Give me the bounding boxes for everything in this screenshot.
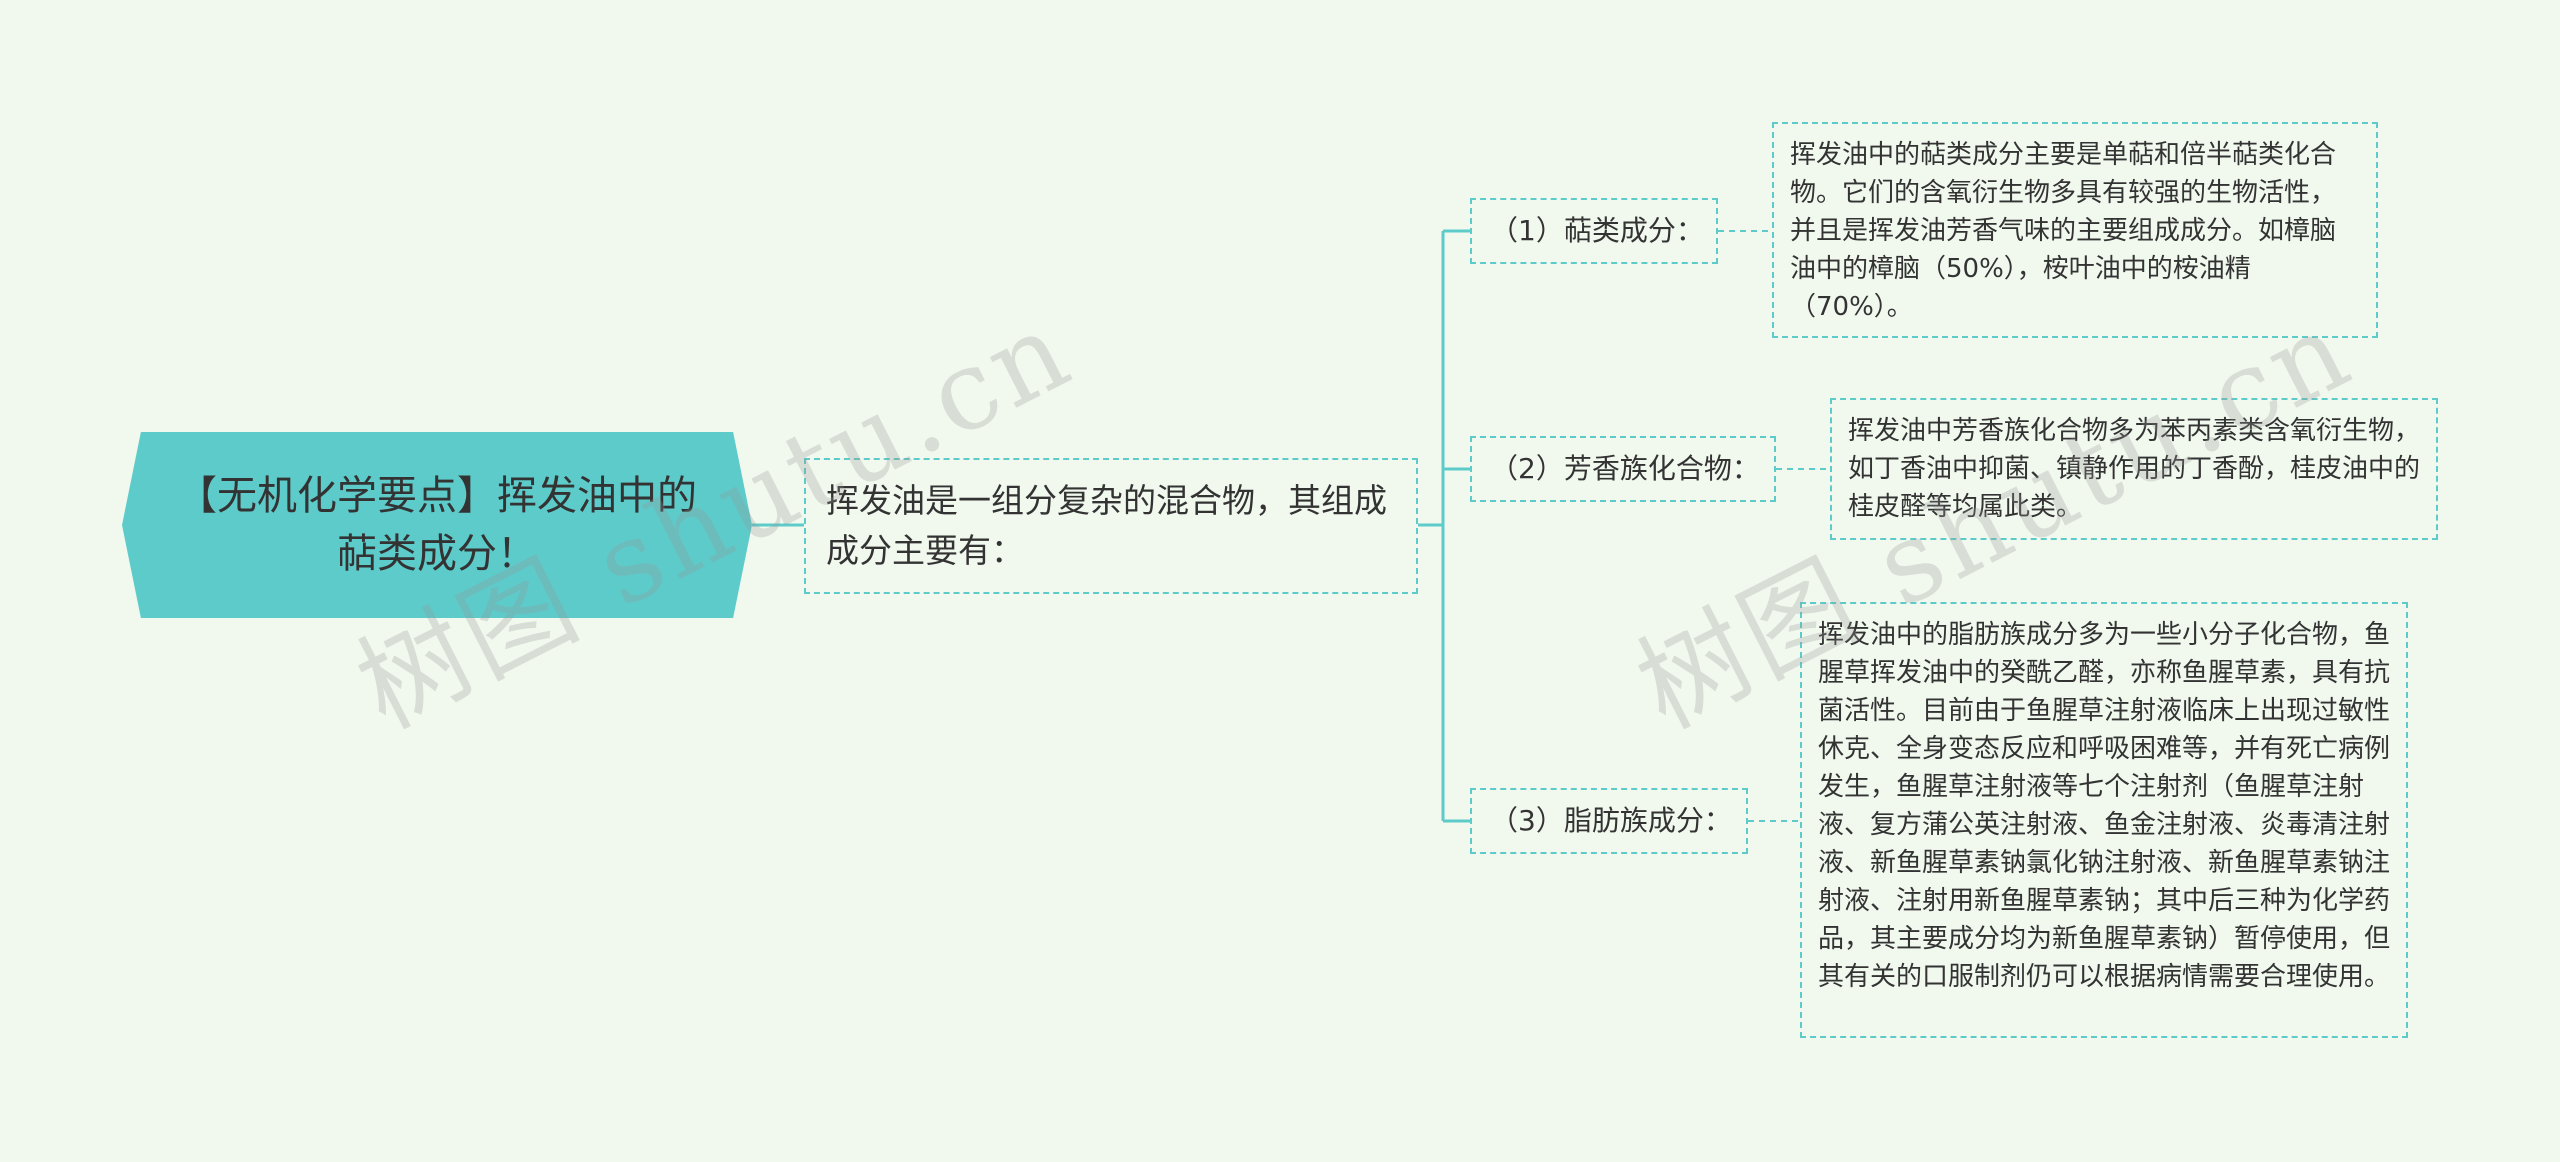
- intro-node-label: 挥发油是一组分复杂的混合物，其组成成分主要有：: [826, 481, 1387, 570]
- root-topic-label: 【无机化学要点】挥发油中的萜类成分！: [177, 473, 697, 577]
- description-text-aliphatics: 挥发油中的脂肪族成分多为一些小分子化合物，鱼腥草挥发油中的癸酰乙醛，亦称鱼腥草素…: [1818, 620, 2391, 992]
- category-label-terpenoids: （1）萜类成分：: [1490, 214, 1704, 247]
- intro-node[interactable]: 挥发油是一组分复杂的混合物，其组成成分主要有：: [804, 458, 1418, 594]
- root-topic[interactable]: 【无机化学要点】挥发油中的萜类成分！: [122, 432, 752, 618]
- category-node-aromatics[interactable]: （2）芳香族化合物：: [1470, 436, 1776, 502]
- category-label-aliphatics: （3）脂肪族成分：: [1490, 804, 1732, 837]
- category-label-aromatics: （2）芳香族化合物：: [1490, 452, 1760, 485]
- description-text-terpenoids: 挥发油中的萜类成分主要是单萜和倍半萜类化合物。它们的含氧衍生物多具有较强的生物活…: [1790, 140, 2337, 322]
- description-node-terpenoids[interactable]: 挥发油中的萜类成分主要是单萜和倍半萜类化合物。它们的含氧衍生物多具有较强的生物活…: [1772, 122, 2378, 338]
- description-text-aromatics: 挥发油中芳香族化合物多为苯丙素类含氧衍生物，如丁香油中抑菌、镇静作用的丁香酚，桂…: [1848, 416, 2421, 522]
- category-node-aliphatics[interactable]: （3）脂肪族成分：: [1470, 788, 1748, 854]
- category-node-terpenoids[interactable]: （1）萜类成分：: [1470, 198, 1718, 264]
- description-node-aromatics[interactable]: 挥发油中芳香族化合物多为苯丙素类含氧衍生物，如丁香油中抑菌、镇静作用的丁香酚，桂…: [1830, 398, 2438, 540]
- description-node-aliphatics[interactable]: 挥发油中的脂肪族成分多为一些小分子化合物，鱼腥草挥发油中的癸酰乙醛，亦称鱼腥草素…: [1800, 602, 2408, 1038]
